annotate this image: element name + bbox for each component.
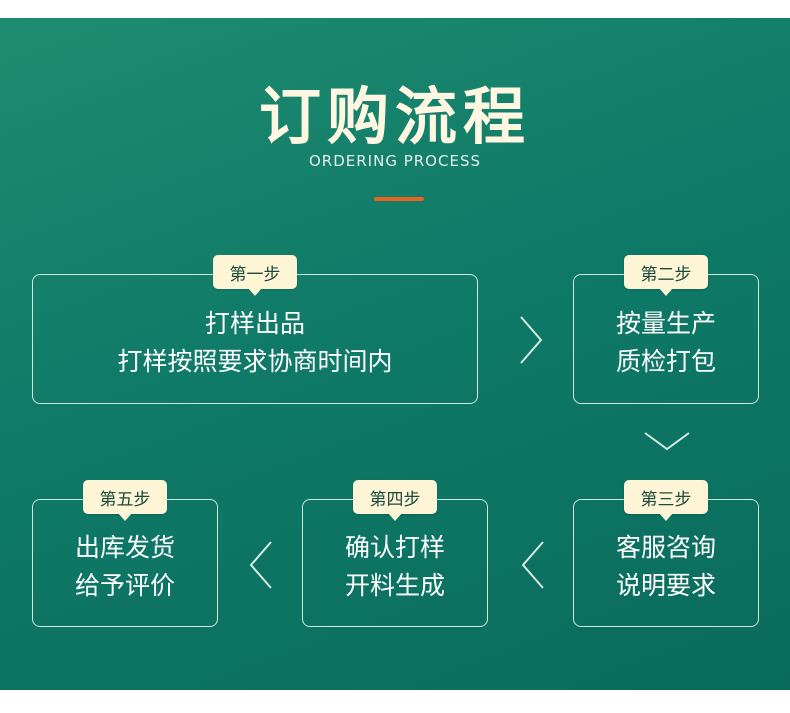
step-1-card: 第一步 打样出品 打样按照要求协商时间内 bbox=[32, 255, 478, 404]
step-4-badge: 第四步 bbox=[353, 480, 437, 514]
step-1-badge: 第一步 bbox=[213, 255, 297, 289]
chevron-left-icon bbox=[248, 539, 274, 591]
step-5-card: 第五步 出库发货 给予评价 bbox=[32, 480, 218, 627]
chevron-right-icon bbox=[518, 314, 544, 366]
step-1-line2: 打样按照要求协商时间内 bbox=[117, 347, 393, 376]
chevron-left-icon bbox=[520, 539, 546, 591]
step-1-line1: 打样出品 bbox=[204, 309, 305, 338]
step-4-card: 第四步 确认打样 开料生成 bbox=[302, 480, 488, 627]
step-2-line2: 质检打包 bbox=[615, 347, 716, 376]
step-3-line2: 说明要求 bbox=[615, 571, 716, 600]
step-5-line1: 出库发货 bbox=[74, 533, 175, 562]
process-panel: 订购流程 ORDERING PROCESS 第一步 打样出品 打样按照要求协商时… bbox=[0, 18, 790, 690]
page-title: 订购流程 bbox=[258, 80, 531, 153]
accent-divider bbox=[374, 197, 424, 201]
step-3-card: 第三步 客服咨询 说明要求 bbox=[573, 480, 759, 627]
step-2-line1: 按量生产 bbox=[615, 309, 716, 338]
step-3-line1: 客服咨询 bbox=[615, 533, 716, 562]
step-5-line2: 给予评价 bbox=[74, 571, 175, 600]
chevron-down-icon bbox=[642, 430, 692, 452]
step-4-line1: 确认打样 bbox=[344, 533, 445, 562]
page-subtitle: ORDERING PROCESS bbox=[309, 152, 481, 170]
step-3-badge: 第三步 bbox=[624, 480, 708, 514]
step-5-badge: 第五步 bbox=[83, 480, 167, 514]
step-2-card: 第二步 按量生产 质检打包 bbox=[573, 255, 759, 404]
step-4-line2: 开料生成 bbox=[344, 571, 445, 600]
step-2-badge: 第二步 bbox=[624, 255, 708, 289]
